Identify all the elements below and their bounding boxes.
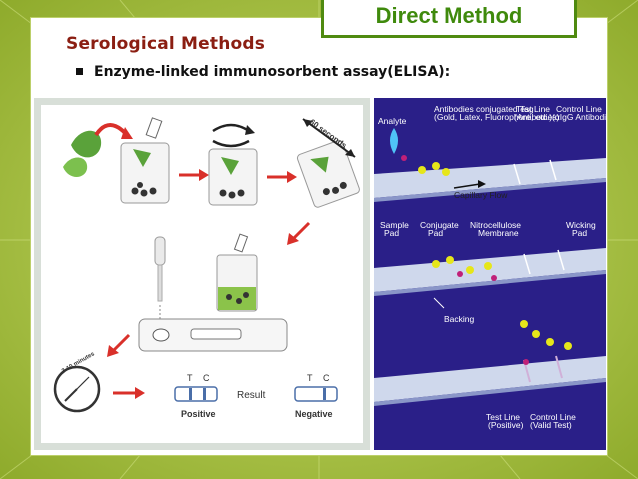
conj-tag-label-2: (Gold, Latex, Fluorophore, etc.) <box>434 112 552 122</box>
sample-pad-label-1: Sample <box>380 220 409 230</box>
conjugate-pad-label-1: Conjugate <box>420 220 459 230</box>
negative-strip: T C Negative <box>294 373 338 419</box>
positive-strip: T C Positive <box>174 373 218 419</box>
sample-pad-label-2: Pad <box>384 228 399 238</box>
leaf-sample-icon <box>63 130 102 177</box>
bottom-control-label-1: Control Line <box>530 412 576 422</box>
test-line-label-1: Test Line <box>516 104 550 114</box>
positive-label: Positive <box>181 409 216 419</box>
conjugate-pad-label-2: Pad <box>428 228 443 238</box>
test-cassette <box>138 318 288 352</box>
c-label-neg: C <box>323 373 330 383</box>
drop-icon <box>390 128 398 154</box>
c-label-pos: C <box>203 373 210 383</box>
slide-title: Direct Method <box>375 3 523 28</box>
conj-tag-label-1: Antibodies conjugated Tag <box>434 104 534 114</box>
bottom-test-label-1: Test Line <box>486 412 520 422</box>
wicking-label-1: Wicking <box>566 220 596 230</box>
rapid-test-procedure-figure: 60 seconds <box>34 98 370 450</box>
bullet-item: Enzyme-linked immunosorbent assay(ELISA)… <box>76 64 451 80</box>
t-label-pos: T <box>187 373 193 383</box>
lateral-flow-figure: Analyte Antibodies conjugated Tag (Gold,… <box>374 98 618 450</box>
bottle-2 <box>208 123 258 206</box>
result-label: Result <box>237 390 266 401</box>
bullet-square-icon <box>76 68 83 75</box>
analyte-label: Analyte <box>378 116 407 126</box>
lateral-flow-diagram: Analyte Antibodies conjugated Tag (Gold,… <box>374 104 618 430</box>
strip-2: Backing <box>374 248 606 324</box>
capillary-flow-label: Capillary Flow <box>454 190 508 200</box>
bottom-control-label-2: (Valid Test) <box>530 420 572 430</box>
bottle-1 <box>120 117 170 204</box>
figure-area: 60 seconds <box>34 98 618 450</box>
wicking-label-2: Pad <box>572 228 587 238</box>
title-box: Direct Method <box>321 0 577 38</box>
negative-label: Negative <box>295 409 333 419</box>
nitro-label-2: Membrane <box>478 228 519 238</box>
dropper-icon <box>154 236 166 319</box>
bottle-3 <box>296 139 360 208</box>
procedure-diagram: 60 seconds <box>53 117 360 419</box>
bottom-test-label-2: (Positive) <box>488 420 524 430</box>
red-arrow <box>94 123 129 137</box>
control-line-label-1: Control Line <box>556 104 602 114</box>
bullet-text: Enzyme-linked immunosorbent assay(ELISA)… <box>94 64 451 80</box>
t-label-neg: T <box>307 373 313 383</box>
backing-label: Backing <box>444 314 475 324</box>
control-line-label-2: (αIgG Antibodies) <box>552 112 606 122</box>
test-line-label-2: (Antibodies) <box>514 112 560 122</box>
strip-3 <box>374 320 606 406</box>
clock-icon: 3-10 minutes <box>53 351 101 413</box>
beaker <box>216 233 258 312</box>
section-title: Serological Methods <box>66 34 266 54</box>
strip-1: Capillary Flow <box>374 155 606 202</box>
nitro-label-1: Nitrocellulose <box>470 220 521 230</box>
